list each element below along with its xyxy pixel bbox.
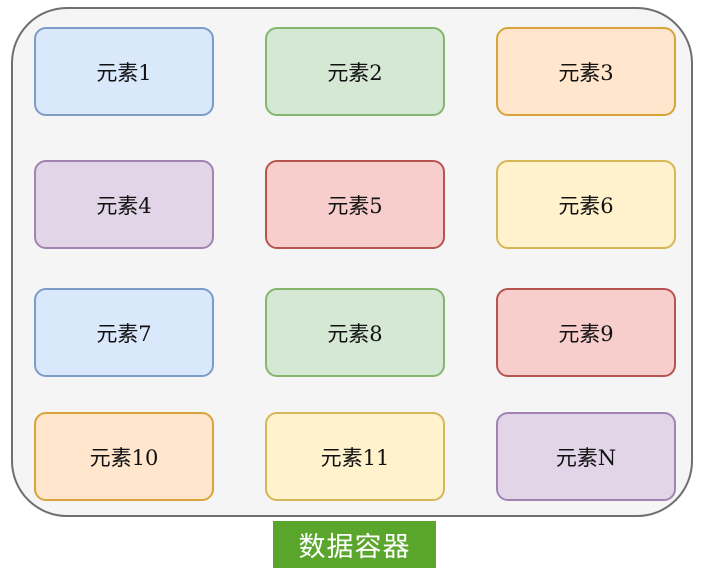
element-2-label: 元素2 bbox=[327, 60, 383, 85]
data-container: 元素1 元素2 元素3 元素4 元素5 元素6 元素7 元素8 元素9 元素10… bbox=[11, 7, 693, 517]
element-3: 元素3 bbox=[496, 27, 676, 116]
element-8-label: 元素8 bbox=[327, 321, 383, 346]
element-7: 元素7 bbox=[34, 288, 214, 377]
element-9-label: 元素9 bbox=[558, 321, 614, 346]
element-10: 元素10 bbox=[34, 412, 214, 501]
element-11: 元素11 bbox=[265, 412, 445, 501]
element-8: 元素8 bbox=[265, 288, 445, 377]
element-1-label: 元素1 bbox=[96, 60, 152, 85]
element-10-label: 元素10 bbox=[89, 445, 159, 470]
element-3-label: 元素3 bbox=[558, 60, 614, 85]
element-5: 元素5 bbox=[265, 160, 445, 249]
element-6: 元素6 bbox=[496, 160, 676, 249]
element-5-label: 元素5 bbox=[327, 193, 383, 218]
element-4-label: 元素4 bbox=[96, 193, 152, 218]
element-n-label: 元素N bbox=[555, 445, 617, 470]
element-11-label: 元素11 bbox=[320, 445, 390, 470]
element-1: 元素1 bbox=[34, 27, 214, 116]
element-n: 元素N bbox=[496, 412, 676, 501]
element-7-label: 元素7 bbox=[96, 321, 152, 346]
container-caption-text: 数据容器 bbox=[298, 532, 411, 563]
container-caption: 数据容器 bbox=[273, 521, 436, 568]
element-6-label: 元素6 bbox=[558, 193, 614, 218]
element-4: 元素4 bbox=[34, 160, 214, 249]
element-9: 元素9 bbox=[496, 288, 676, 377]
element-2: 元素2 bbox=[265, 27, 445, 116]
